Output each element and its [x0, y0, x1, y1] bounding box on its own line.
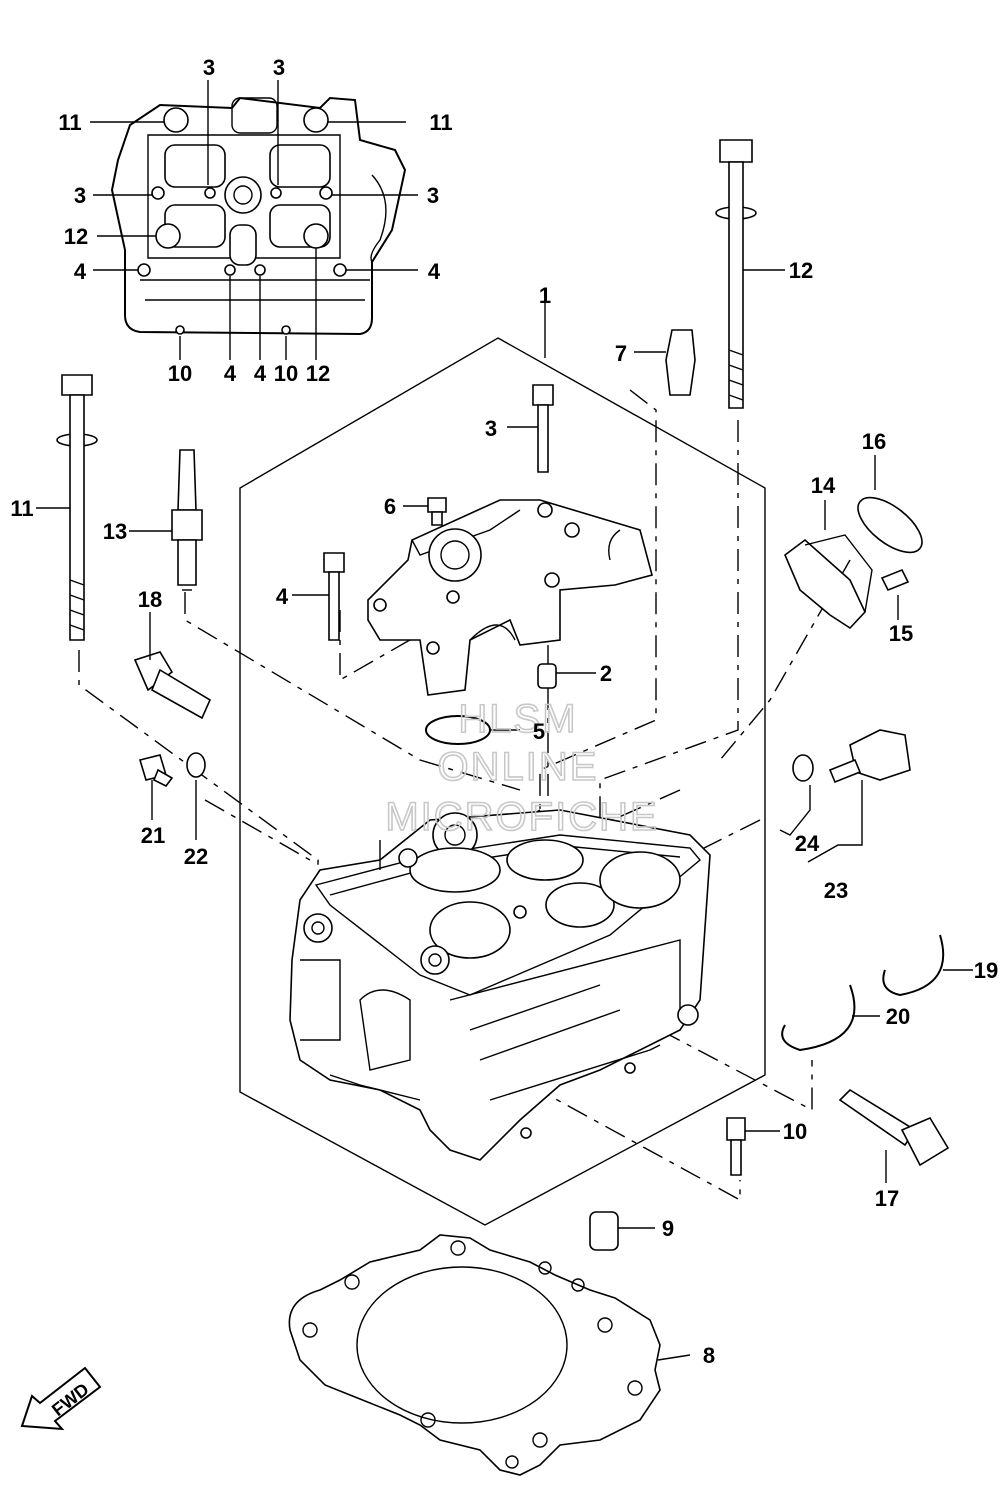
callout-label: 10: [168, 361, 192, 386]
o-ring-24: [792, 754, 814, 782]
callout-label: 10: [783, 1119, 807, 1144]
callout-label: 2: [600, 661, 612, 686]
dowel-pin-2: [537, 663, 557, 689]
callout-label: 16: [862, 429, 886, 454]
callout-label: 23: [824, 878, 848, 903]
callout-label: 4: [74, 259, 87, 284]
callout-label: 11: [10, 496, 33, 521]
callout-label: 6: [384, 494, 396, 519]
leader-lines: [36, 269, 973, 1361]
camshaft-holder: [367, 499, 653, 696]
callout-label: 14: [811, 473, 836, 498]
watermark: HLSM ONLINE MICROFICHE: [385, 696, 658, 840]
bolt-4: [323, 552, 345, 641]
callout-labels: 3 3 11 11 3 3 12 4 4 10 4 4 10 12 1 2 3 …: [10, 55, 998, 1368]
callout-label: 22: [184, 844, 208, 869]
assembly-boundary: [239, 337, 766, 1226]
stud-bolt-12: [715, 139, 757, 409]
top-view-leader-lines: [90, 80, 418, 360]
cylinder-head-top-view: [110, 96, 407, 336]
callout-label: 3: [74, 183, 86, 208]
spark-plug-13: [171, 449, 203, 591]
stud-bolt-11: [56, 374, 98, 641]
callout-label: 19: [974, 958, 998, 983]
ring-19: [882, 934, 945, 997]
callout-label: 24: [795, 831, 820, 856]
callout-label: 3: [203, 55, 215, 80]
bolt-3: [532, 384, 554, 473]
washer-22: [186, 752, 206, 778]
callout-label: 4: [254, 361, 267, 386]
callout-label: 4: [276, 584, 289, 609]
bolt-6: [427, 497, 447, 526]
forward-arrow-icon: FWD: [20, 1366, 102, 1431]
callout-label: 12: [789, 258, 813, 283]
callout-label: 1: [539, 283, 551, 308]
bolt-18: [133, 651, 212, 720]
bolt-17: [838, 1088, 950, 1167]
callout-label: 3: [485, 416, 497, 441]
intake-pipe-14: [784, 534, 873, 630]
bolt-21: [138, 754, 174, 788]
callout-label: 12: [64, 224, 88, 249]
bolt-10: [726, 1117, 746, 1176]
callout-label: 4: [428, 259, 441, 284]
callout-label: 20: [886, 1004, 910, 1029]
svg-text:ONLINE: ONLINE: [438, 745, 599, 789]
callout-label: 12: [306, 361, 330, 386]
callout-label: 18: [138, 587, 162, 612]
svg-text:MICROFICHE: MICROFICHE: [385, 795, 658, 839]
callout-label: 11: [429, 110, 452, 135]
cylinder-head-body: [289, 809, 711, 1161]
callout-label: 10: [274, 361, 298, 386]
cylinder-head-gasket: [288, 1234, 661, 1476]
callout-label: 13: [103, 519, 127, 544]
callout-label: 17: [875, 1186, 899, 1211]
svg-text:HLSM: HLSM: [458, 697, 577, 741]
clamp-16: [857, 496, 923, 554]
callout-label: 11: [58, 110, 81, 135]
callout-label: 7: [615, 341, 627, 366]
callout-label: 21: [141, 823, 165, 848]
callout-label: 15: [889, 621, 913, 646]
callout-label: 3: [427, 183, 439, 208]
callout-label: 3: [273, 55, 285, 80]
screw-15: [880, 568, 910, 592]
svg-text:FWD: FWD: [48, 1379, 93, 1420]
sensor-23: [828, 729, 911, 784]
callout-label: 8: [703, 1343, 715, 1368]
callout-label: 9: [662, 1216, 674, 1241]
dowel-9: [589, 1211, 619, 1251]
plug-7: [665, 329, 696, 396]
ring-20: [781, 984, 856, 1052]
callout-label: 4: [224, 361, 237, 386]
callout-label: 5: [533, 719, 545, 744]
